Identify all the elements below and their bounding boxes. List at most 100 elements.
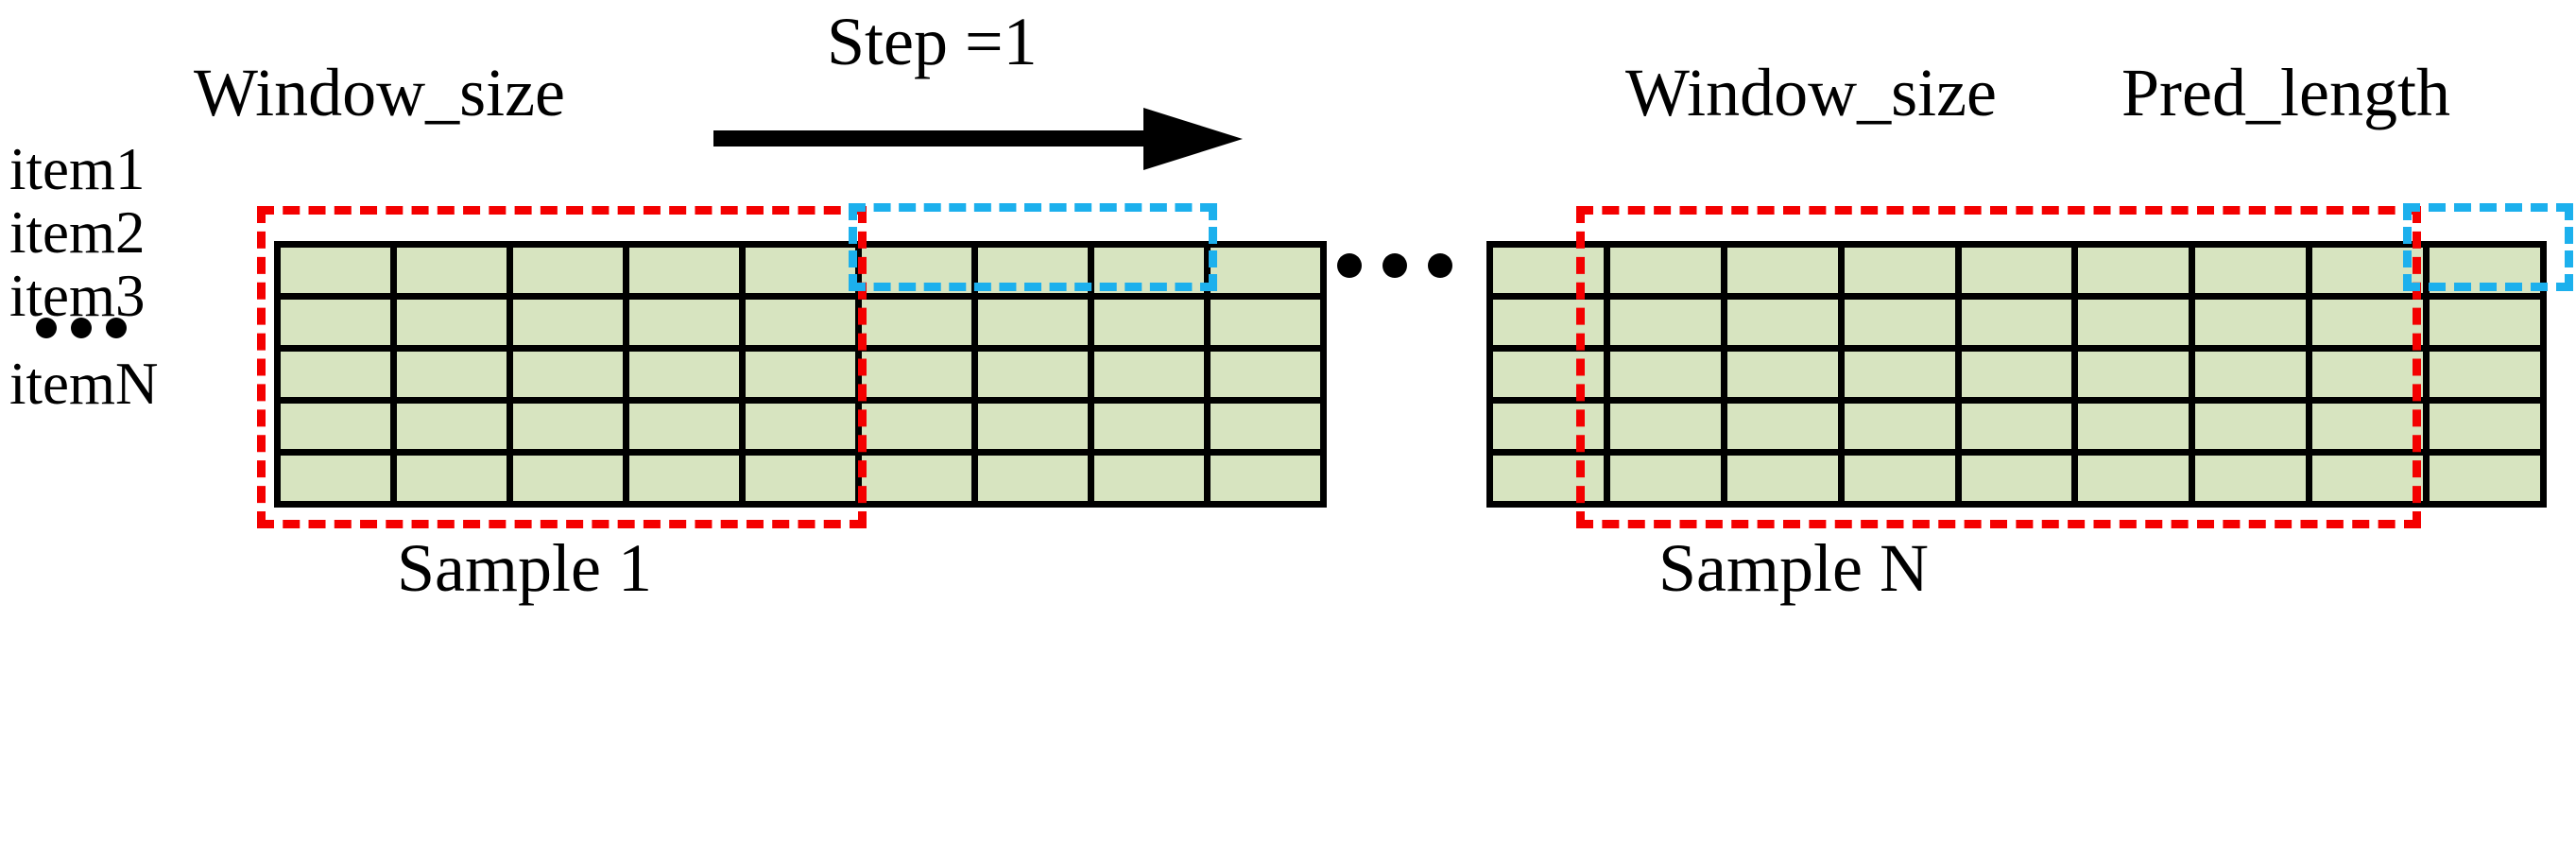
grid-cell — [1726, 352, 1838, 397]
grid-cell — [1844, 300, 1955, 345]
grid-cell — [862, 456, 971, 501]
grid-cell — [629, 456, 739, 501]
grid-cell — [2430, 300, 2540, 345]
grid-cell — [2078, 456, 2190, 501]
grid-cell — [2078, 404, 2190, 449]
grid-cell — [2312, 248, 2424, 293]
grid-cell — [862, 404, 971, 449]
grid-cell — [1493, 352, 1604, 397]
row-label-itemN: itemN — [9, 351, 159, 417]
grid-cell — [629, 248, 739, 293]
arrow-line-icon — [713, 130, 1167, 147]
window-size-label-right: Window_size — [1625, 55, 1998, 130]
grid-cell — [1094, 248, 1204, 293]
row-labels-ellipsis-icon — [36, 318, 127, 338]
grid-cell — [281, 456, 390, 501]
row-label-item2: item2 — [9, 199, 146, 266]
grid-cell — [746, 404, 855, 449]
grid-cell — [629, 352, 739, 397]
grid-cell — [629, 300, 739, 345]
grid-cell — [2195, 300, 2307, 345]
grid-cell — [1609, 352, 1721, 397]
grid-cell — [2195, 404, 2307, 449]
grid-cell — [1211, 456, 1320, 501]
grid-cell — [978, 404, 1088, 449]
sample-n-grid — [1486, 241, 2547, 508]
grid-cell — [2195, 248, 2307, 293]
grid-cell — [2312, 300, 2424, 345]
grid-cell — [397, 404, 507, 449]
grid-cell — [1961, 404, 2072, 449]
grid-cell — [2430, 248, 2540, 293]
grid-cell — [1094, 456, 1204, 501]
grid-cell — [2078, 300, 2190, 345]
grid-cell — [1493, 300, 1604, 345]
grid-cell — [1726, 300, 1838, 345]
grid-cell — [746, 300, 855, 345]
grid-cell — [1726, 248, 1838, 293]
grid-cell — [1493, 456, 1604, 501]
grid-cell — [1609, 404, 1721, 449]
step-arrow — [713, 108, 1243, 170]
grid-cell — [397, 456, 507, 501]
grid-cell — [397, 300, 507, 345]
grid-cell — [2312, 456, 2424, 501]
grid-cell — [1726, 404, 1838, 449]
grid-cell — [1493, 404, 1604, 449]
grid-cell — [513, 352, 623, 397]
grid-cell — [1844, 404, 1955, 449]
step-label: Step =1 — [827, 4, 1038, 79]
grid-cell — [862, 248, 971, 293]
grid-cell — [513, 456, 623, 501]
grid-cell — [2312, 404, 2424, 449]
grid-cell — [1844, 248, 1955, 293]
grid-cell — [281, 352, 390, 397]
grid-cell — [2430, 404, 2540, 449]
grid-cell — [978, 352, 1088, 397]
grid-cell — [1609, 456, 1721, 501]
grid-cell — [1844, 352, 1955, 397]
grid-cell — [1726, 456, 1838, 501]
arrow-head-icon — [1143, 108, 1243, 170]
grid-cell — [281, 248, 390, 293]
grid-cell — [746, 352, 855, 397]
grid-cell — [397, 248, 507, 293]
grid-cell — [1609, 248, 1721, 293]
grid-cell — [1094, 300, 1204, 345]
grid-cell — [1211, 404, 1320, 449]
grid-cell — [2430, 456, 2540, 501]
grid-cell — [629, 404, 739, 449]
grid-cell — [513, 248, 623, 293]
grid-cell — [1961, 456, 2072, 501]
grid-cell — [1609, 300, 1721, 345]
grid-cell — [1094, 352, 1204, 397]
grid-cell — [2078, 352, 2190, 397]
grid-cell — [1211, 248, 1320, 293]
grid-cell — [2078, 248, 2190, 293]
grid-cell — [2430, 352, 2540, 397]
grid-cell — [1493, 248, 1604, 293]
grid-cell — [2195, 352, 2307, 397]
sample-1-caption: Sample 1 — [397, 530, 652, 606]
sample-1-grid — [274, 241, 1327, 508]
grid-cell — [862, 300, 971, 345]
grid-cell — [281, 300, 390, 345]
row-label-item1: item1 — [9, 136, 146, 202]
grid-cell — [746, 456, 855, 501]
grid-cell — [397, 352, 507, 397]
grid-cell — [978, 300, 1088, 345]
pred-length-label: Pred_length — [2121, 55, 2450, 130]
grid-cell — [1961, 300, 2072, 345]
between-samples-ellipsis-icon — [1337, 253, 1452, 278]
grid-cell — [2312, 352, 2424, 397]
row-label-item3: item3 — [9, 263, 146, 329]
grid-cell — [1211, 300, 1320, 345]
grid-cell — [281, 404, 390, 449]
grid-cell — [978, 248, 1088, 293]
grid-cell — [1844, 456, 1955, 501]
grid-cell — [513, 404, 623, 449]
grid-cell — [1961, 248, 2072, 293]
sample-n-caption: Sample N — [1658, 530, 1929, 606]
grid-cell — [2195, 456, 2307, 501]
grid-cell — [862, 352, 971, 397]
